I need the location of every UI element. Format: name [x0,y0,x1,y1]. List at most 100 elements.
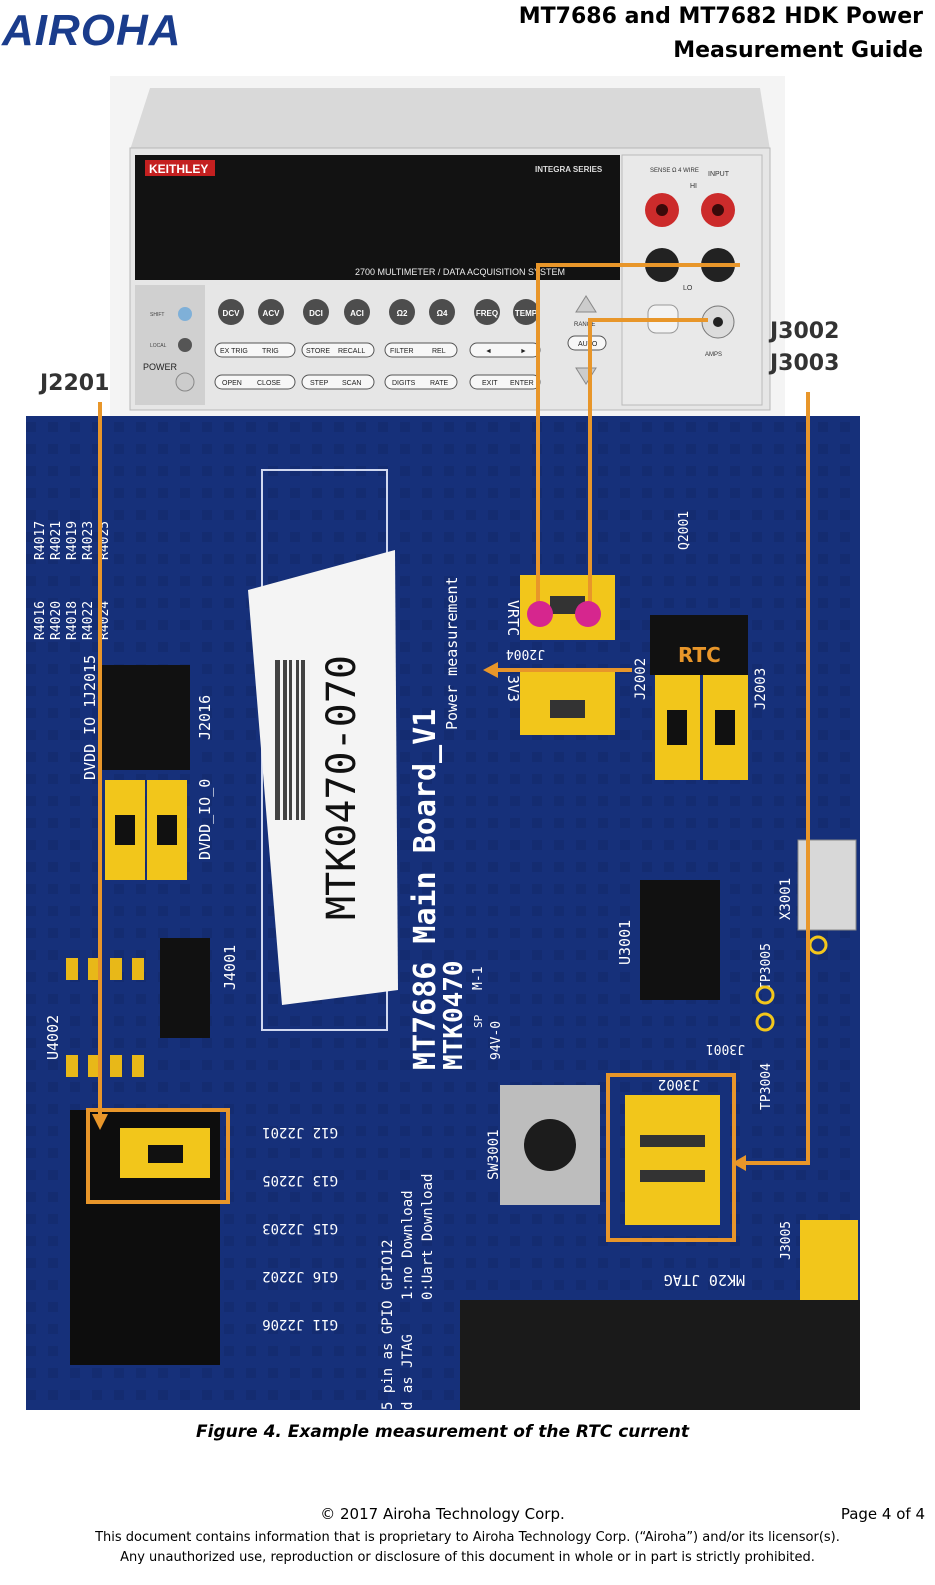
figure-4: KEITHLEY INTEGRA SERIES 2700 MULTIMETER … [26,76,860,1410]
jtag-pin-note: d as JTAG [400,1334,416,1410]
header-j4001 [160,938,210,1038]
sense-label: SENSE Ω 4 WIRE [650,168,699,174]
meter-model: 2700 MULTIMETER / DATA ACQUISITION SYSTE… [355,267,565,277]
key-step: STEP [310,380,329,387]
key-exit: EXIT [482,380,498,387]
tp3005-label: TP3005 [759,943,774,990]
jumper-label-j2203: G15 J2203 [262,1220,338,1236]
btn-freq: FREQ [476,309,498,318]
94v0-mark: 94V-0 [489,1021,504,1060]
jumper-j3002 [625,1095,720,1225]
key-left: ◄ [485,348,492,355]
footer-proprietary-note: This document contains information that … [95,1530,840,1545]
j2015-label: J2015 [81,655,99,700]
probe-wire-amps [588,318,708,605]
key-rel: REL [432,348,446,355]
j2016-label: J2016 [196,695,214,740]
airoha-logo: AIROHA [0,6,230,56]
key-trig: TRIG [262,348,279,355]
document-title-line2: Measurement Guide [673,38,923,63]
footer-copyright: © 2017 Airoha Technology Corp. [320,1505,565,1523]
m1-mark: M-1 [471,967,486,990]
highlight-j2201 [86,1108,230,1204]
shift-label: SHIFT [150,312,164,318]
key-rate: RATE [430,380,448,387]
sw3001-label: SW3001 [486,1129,502,1180]
key-filter: FILTER [390,348,414,355]
sp-mark: SP [472,1014,485,1028]
document-title-line1: MT7686 and MT7682 HDK Power [518,4,923,29]
function-buttons: DCV ACV DCI ACI Ω2 Ω4 FREQ TEMP [218,299,539,325]
test-points [755,935,828,1032]
footer-page-number: Page 4 of 4 [840,1505,925,1523]
lo-label: LO [683,285,693,292]
local-button [178,338,192,352]
terminal-panel: SENSE Ω 4 WIRE INPUT HI LO AMPS [621,154,763,406]
pcb-board: MTK0470-070 MT7686 Main Board_V1 MTK0470… [26,416,860,1410]
j2003-label: J2003 [753,668,769,710]
gpio-note-1: 1:no Download [400,1190,416,1300]
btn-ohm2: Ω2 [397,309,408,318]
jumper-label-j2201: G12 J2201 [262,1124,338,1140]
power-measurement-label: Power measurement [443,576,461,730]
board-name-line2: MTK0470 [439,960,469,1070]
input-label: INPUT [708,171,730,178]
logo-text: AIROHA [1,6,182,51]
j3002-board-label: J3002 [658,1076,700,1092]
q2001-label: Q2001 [677,511,692,550]
dvdd-io-1-label: DVDD_IO_1 [81,699,99,780]
highlight-j3002 [606,1073,736,1242]
jumper-3v3 [520,670,615,735]
probe-point-1 [527,601,553,627]
key-enter: ENTER [510,380,534,387]
arrow-j3002-line [742,392,810,1165]
board-sticker: MTK0470-070 [248,469,398,1031]
btn-ohm4: Ω4 [437,309,448,318]
key-scan: SCAN [342,380,361,387]
tp3004-label: TP3004 [759,1063,774,1110]
meter-brand: KEITHLEY [149,162,208,176]
footer-usage-note: Any unauthorized use, reproduction or di… [120,1550,815,1565]
auto-label: AUTO [578,341,598,348]
dvdd-io-0-label: DVDD_IO_0 [196,779,214,860]
callout-j3003: J3003 [768,351,839,376]
sticker-text: MTK0470-070 [319,655,365,920]
key-digits: DIGITS [392,380,416,387]
jumper-label-j2206: G11 J2206 [262,1316,338,1332]
btn-acv: ACV [263,309,281,318]
arrow-j3002-head [732,1155,746,1171]
res-label-r4021: R4021 [49,521,64,560]
jtag-connector [460,1300,860,1410]
res-label-r4023: R4023 [81,521,96,560]
u4002-pads [66,958,144,1077]
probe-point-2 [575,601,601,627]
figure-illustration: KEITHLEY INTEGRA SERIES 2700 MULTIMETER … [26,76,860,1410]
power-button [175,372,195,392]
btn-aci: ACI [350,309,364,318]
j3001-label: J3001 [706,1041,745,1056]
btn-dcv: DCV [223,309,241,318]
key-right: ► [520,348,527,355]
button-sw3001 [500,1085,600,1205]
hi-label: HI [690,183,697,190]
j2002-label: J2002 [633,658,649,700]
btn-dci: DCI [309,309,323,318]
multimeter: KEITHLEY INTEGRA SERIES 2700 MULTIMETER … [110,76,785,420]
gpio-pin-note: 5 pin as GPIO [380,1300,396,1410]
power-label: POWER [143,362,178,372]
range-keys: RANGE AUTO [567,295,607,385]
res-label-r4016: R4016 [33,601,48,640]
board-name-line1: MT7686 Main Board_V1 [408,709,443,1070]
j4001-label: J4001 [221,945,239,990]
u3001-label: U3001 [616,920,634,965]
probe-wire-lo [536,263,740,605]
arrow-j2201-head [92,1114,108,1130]
jumpers-j2002-j2003 [650,615,748,780]
jumper-j3005 [800,1220,858,1300]
keys-row-2: OPEN CLOSE STEP SCAN DIGITS RATE EXIT EN… [214,374,541,390]
key-store: STORE [306,348,330,355]
3v3-label: 3V3 [504,675,522,702]
document-title: MT7686 and MT7682 HDK Power Measurement … [403,0,923,68]
callout-j2201: J2201 [38,371,109,396]
j3005-label: J3005 [779,1221,794,1260]
